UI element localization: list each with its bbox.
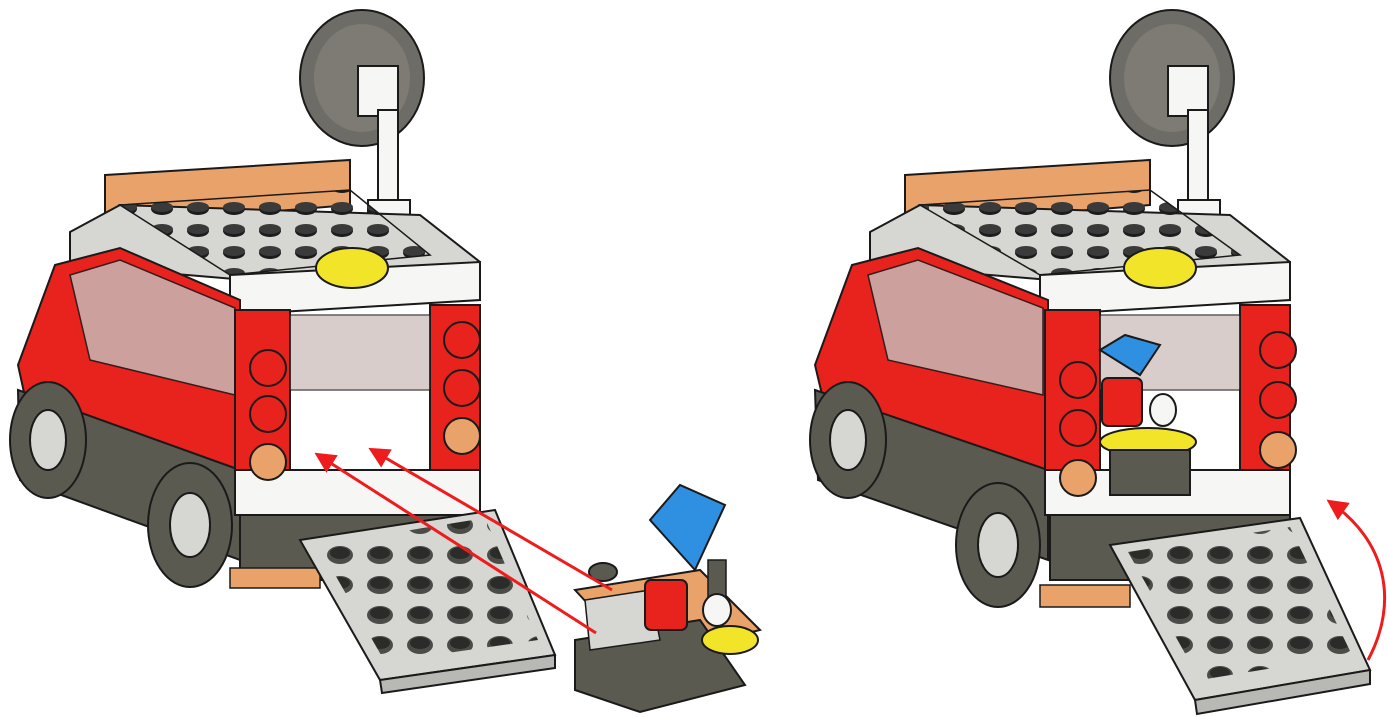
- ramp: [300, 510, 555, 693]
- console-assembly: [575, 485, 760, 712]
- ramp: [1110, 518, 1370, 714]
- van-before-panel: [10, 10, 760, 712]
- van-after-panel: [810, 10, 1385, 714]
